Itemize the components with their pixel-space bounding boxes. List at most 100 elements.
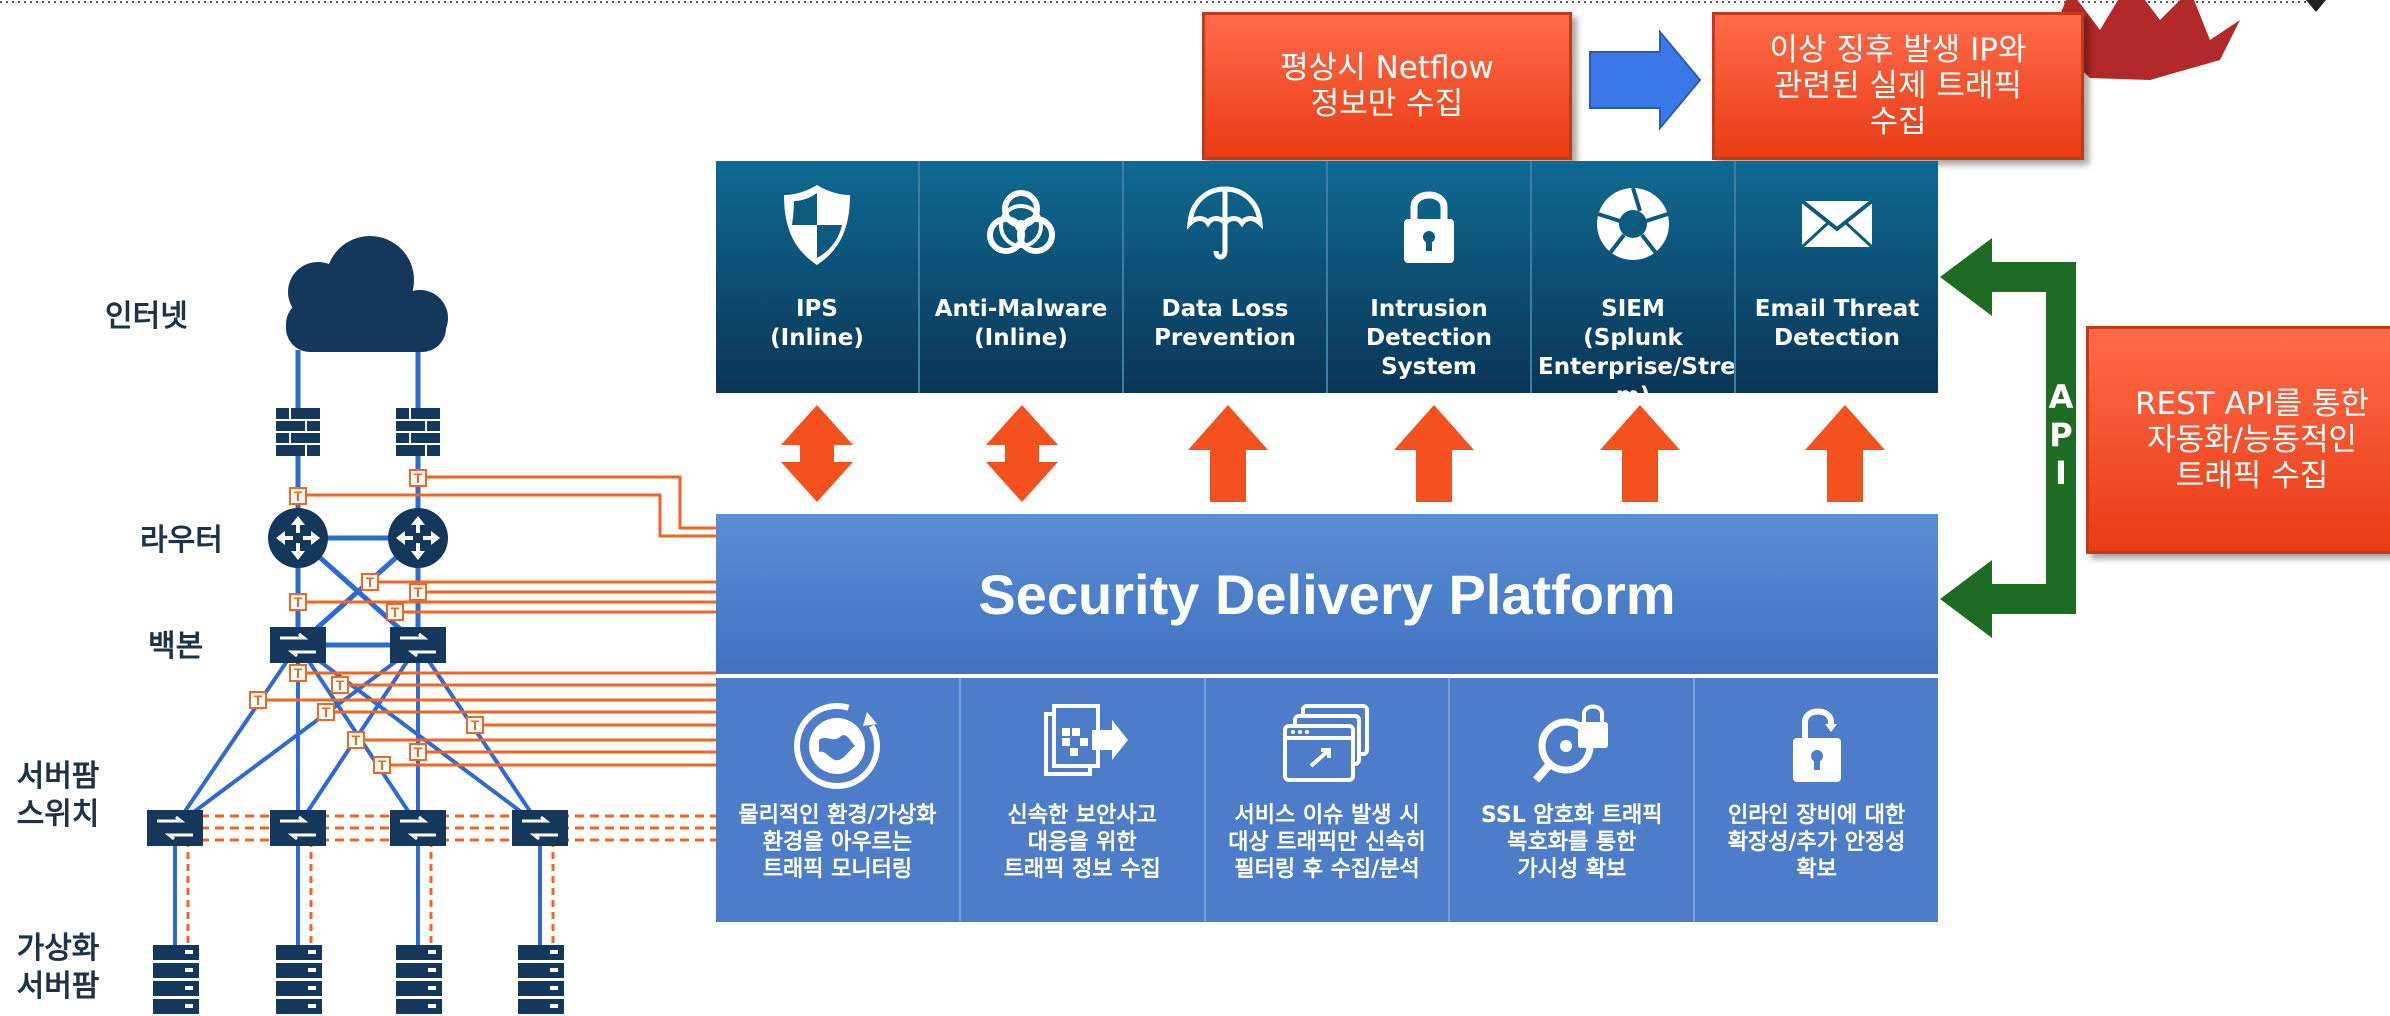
tap-box: T	[373, 756, 391, 774]
tap-box: T	[249, 691, 267, 709]
feature-label: 물리적인 환경/가상화 환경을 아우르는 트래픽 모니터링	[738, 803, 937, 882]
callout-netflow: 평상시 Netflow 정보만 수집	[1202, 12, 1572, 160]
feature-label: 서비스 이슈 발생 시 대상 트래픽만 신속히 필터링 후 수집/분석	[1228, 803, 1426, 882]
server-icon	[396, 945, 442, 1014]
tool-anti-malware: Anti-Malware (Inline)	[920, 161, 1124, 393]
switch-icon	[270, 627, 326, 663]
switch-icon	[512, 810, 568, 846]
svg-text:T: T	[366, 574, 375, 590]
bidirectional-arrow	[781, 405, 853, 502]
feature-label: 인라인 장비에 대한 확장성/추가 안정성 확보	[1727, 803, 1906, 882]
server-icon	[518, 945, 564, 1014]
up-arrow	[1394, 405, 1474, 502]
tool-dlp: Data Loss Prevention	[1124, 161, 1328, 393]
switch-icon	[147, 810, 203, 846]
bidirectional-arrow	[986, 405, 1058, 502]
label-backbone: 백본	[148, 629, 204, 664]
tap-box: T	[386, 603, 404, 621]
tool-siem: SIEM (Splunk Enterprise/Strea m)	[1532, 161, 1736, 393]
svg-text:T: T	[471, 717, 480, 733]
tap-box: T	[466, 716, 484, 734]
svg-text:T: T	[254, 692, 263, 708]
callout-anomaly-text: 이상 징후 발생 IP와 관련된 실제 트래픽 수집	[1769, 32, 2027, 140]
tap-box: T	[409, 743, 427, 761]
aperture-icon	[1597, 187, 1669, 260]
tool-label: Anti-Malware (Inline)	[934, 296, 1108, 351]
svg-text:T: T	[294, 594, 303, 610]
tool-label: SIEM (Splunk Enterprise/Strea m)	[1538, 296, 1736, 393]
switch-span-feeds	[200, 814, 716, 842]
features-bar: 물리적인 환경/가상화 환경을 아우르는 트래픽 모니터링 신속한 보안사고 대…	[716, 678, 1938, 922]
server-leds	[185, 950, 558, 1008]
feature-label: SSL 암호화 트래픽 복호화를 통한 가시성 확보	[1481, 803, 1663, 882]
up-arrow	[1805, 405, 1885, 502]
tool-ips: IPS (Inline)	[716, 161, 920, 393]
envelope-icon	[1800, 199, 1874, 249]
svg-text:T: T	[414, 584, 423, 600]
globe-cycle-icon	[794, 703, 881, 789]
browser-windows-icon	[1282, 704, 1369, 782]
server-icon	[153, 945, 199, 1014]
label-virtual-server: 가상화 서버팜	[16, 931, 100, 1004]
biohazard-icon	[987, 190, 1055, 254]
svg-text:T: T	[294, 665, 303, 681]
server-icon	[276, 945, 322, 1014]
switch-icon	[270, 810, 326, 846]
feature-inline-stability: 인라인 장비에 대한 확장성/추가 안정성 확보	[1695, 678, 1938, 922]
feature-filtering: 서비스 이슈 발생 시 대상 트래픽만 신속히 필터링 후 수집/분석	[1206, 678, 1451, 922]
router-icon	[388, 508, 448, 568]
up-arrow	[1600, 405, 1680, 502]
api-bracket	[1940, 238, 2076, 638]
svg-text:T: T	[352, 732, 361, 748]
svg-text:T: T	[336, 677, 345, 693]
feature-monitoring: 물리적인 환경/가상화 환경을 아우르는 트래픽 모니터링	[716, 678, 961, 922]
tap-box: T	[317, 703, 335, 721]
security-tools-bar: IPS (Inline) Anti-Malware (Inline) Data …	[716, 161, 1938, 393]
api-label: A P I	[2048, 378, 2074, 492]
firewall-icon	[276, 408, 320, 456]
tool-ids: Intrusion Detection System	[1328, 161, 1532, 393]
callout-rest-api-text: REST API를 통한 자동화/능동적인 트래픽 수집	[2134, 386, 2370, 494]
right-arrow	[1589, 29, 1702, 131]
starburst-shape	[2050, 0, 2240, 80]
cloud-icon	[286, 236, 448, 352]
tap-box: T	[361, 573, 379, 591]
feature-ssl-decryption: SSL 암호화 트래픽 복호화를 통한 가시성 확보	[1450, 678, 1696, 922]
switch-icon	[390, 627, 446, 663]
svg-text:T: T	[414, 744, 423, 760]
security-delivery-platform: Security Delivery Platform	[716, 514, 1938, 674]
label-server-switch: 서버팜 스위치	[16, 759, 100, 832]
tool-label: Data Loss Prevention	[1154, 296, 1296, 351]
tap-boxes: T T T T T T T T T T T T T T	[249, 469, 484, 774]
svg-text:T: T	[414, 470, 423, 486]
server-links	[173, 826, 542, 950]
label-internet: 인터넷	[105, 299, 188, 334]
umbrella-icon	[1186, 186, 1264, 260]
tap-box: T	[347, 731, 365, 749]
tap-box: T	[331, 676, 349, 694]
tap-feeds	[258, 475, 716, 767]
callout-netflow-text: 평상시 Netflow 정보만 수집	[1280, 50, 1494, 122]
tool-label: Email Threat Detection	[1754, 296, 1920, 351]
padlock-icon	[1404, 191, 1454, 263]
tool-email-threat: Email Threat Detection	[1736, 161, 1938, 393]
svg-text:T: T	[322, 704, 331, 720]
svg-text:T: T	[378, 757, 387, 773]
tool-arrows	[781, 405, 1885, 502]
document-export-icon	[1044, 704, 1129, 776]
tool-label: Intrusion Detection System	[1366, 296, 1492, 380]
shield-icon	[784, 185, 850, 265]
magnifier-lock-icon	[1532, 704, 1608, 783]
virtual-taps	[186, 840, 555, 950]
router-icon	[268, 508, 328, 568]
callout-anomaly: 이상 징후 발생 IP와 관련된 실제 트래픽 수집	[1712, 12, 2084, 160]
feature-incident-response: 신속한 보안사고 대응을 위한 트래픽 정보 수집	[961, 678, 1206, 922]
tap-box: T	[289, 487, 307, 505]
feature-label: 신속한 보안사고 대응을 위한 트래픽 정보 수집	[1003, 803, 1161, 882]
rule-end-marker	[2306, 0, 2326, 12]
svg-text:T: T	[391, 604, 400, 620]
callout-rest-api: REST API를 통한 자동화/능동적인 트래픽 수집	[2086, 326, 2390, 554]
switch-icon	[390, 810, 446, 846]
up-arrow	[1188, 405, 1268, 502]
